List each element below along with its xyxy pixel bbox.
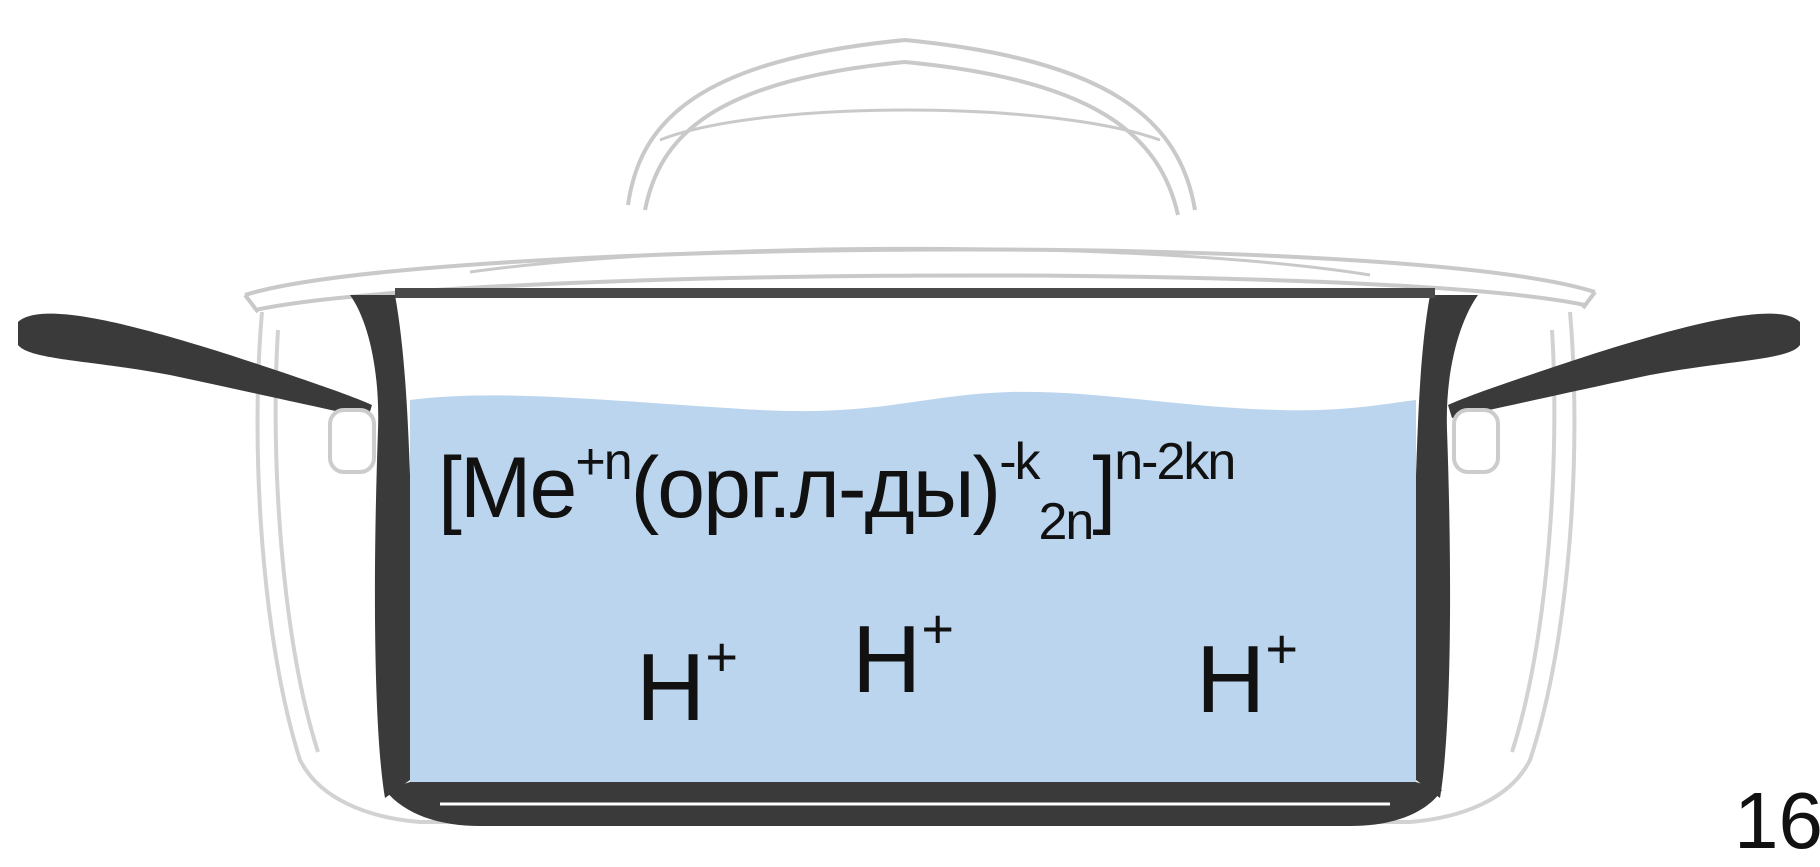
formula-ligand: (орг.л-ды) bbox=[630, 440, 1002, 536]
pot-lid bbox=[243, 246, 1597, 314]
ion-symbol: H bbox=[636, 634, 706, 741]
pot-lid-knob bbox=[626, 37, 1197, 216]
formula-complex-charge: n-2kn bbox=[1114, 433, 1236, 491]
formula-open-bracket: [ bbox=[438, 440, 462, 536]
ion-symbol: H bbox=[1196, 626, 1266, 733]
ion-charge: + bbox=[705, 625, 739, 688]
formula-ligand-count: 2n bbox=[1038, 493, 1095, 551]
formula-close-bracket: ] bbox=[1092, 440, 1116, 536]
pot-handle-right bbox=[1448, 313, 1800, 474]
ion-charge: + bbox=[921, 597, 955, 660]
formula-metal-charge: +n bbox=[575, 433, 632, 491]
slide-number: 16 bbox=[1734, 776, 1820, 865]
ion-charge: + bbox=[1265, 617, 1299, 680]
hydrogen-ion: H+ bbox=[1196, 621, 1298, 728]
formula-metal: Me bbox=[459, 440, 577, 536]
hydrogen-ion: H+ bbox=[636, 629, 738, 736]
pot-body bbox=[350, 288, 1478, 826]
solution-liquid bbox=[410, 391, 1416, 782]
formula-ligand-charge: -k bbox=[999, 433, 1040, 491]
ion-symbol: H bbox=[852, 606, 922, 713]
cooking-pot-icon bbox=[18, 37, 1800, 826]
hydrogen-ion: H+ bbox=[852, 601, 954, 708]
pot-handle-left bbox=[18, 313, 376, 474]
complex-formula: [Me+n(орг.л-ды)-k2n]n-2kn bbox=[438, 436, 1236, 548]
